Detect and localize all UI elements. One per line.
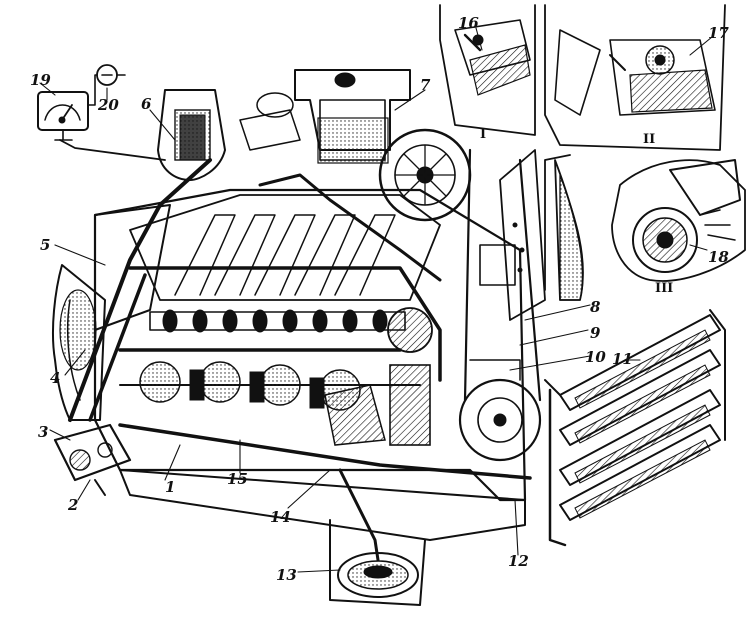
carburetor [239,69,411,164]
callout-8: 8 [590,298,601,316]
inset-frame-3 [544,154,746,291]
oil-pan [119,469,526,606]
oil-pump [53,423,132,496]
callout-16: 16 [458,14,479,32]
camshaft [149,307,433,353]
front-pulleys [378,128,546,462]
oil-filter-housing [157,89,226,181]
fan-blade [554,159,584,301]
callout-19: 19 [30,71,51,89]
callout-13: 13 [276,566,297,584]
callout-1: 1 [165,478,175,496]
oil-pressure-gauge [37,91,166,161]
oil-cooler [544,309,726,547]
callout-17: 17 [708,24,729,42]
callout-20: 20 [97,96,119,114]
inset-frame-1-2 [439,4,726,151]
leader-lines [39,27,713,573]
callout-3: 3 [38,423,48,441]
callout-5: 5 [40,236,50,254]
oil-gallery-lines [68,158,532,562]
callout-14: 14 [270,508,291,526]
callout-7: 7 [420,76,431,94]
callout-2: 2 [67,496,78,514]
oil-pressure-sender [87,64,126,106]
oil-strainer [337,552,419,598]
inset-label-2: II [643,132,655,147]
intake-runners [174,214,396,296]
callout-10: 10 [585,348,606,366]
callout-labels: 1 2 3 4 5 6 7 8 9 10 11 12 13 14 15 16 1… [30,14,729,584]
callout-12: 12 [508,552,529,570]
callout-6: 6 [141,95,152,113]
callout-15: 15 [227,470,248,488]
inset-label-1: I [480,127,486,142]
callout-11: 11 [612,350,633,368]
inset-label-3: III [655,281,673,296]
callout-4: 4 [50,369,60,387]
crankshaft [119,361,431,446]
engine-block [51,188,527,502]
callout-9: 9 [590,324,601,342]
callout-18: 18 [708,248,729,266]
